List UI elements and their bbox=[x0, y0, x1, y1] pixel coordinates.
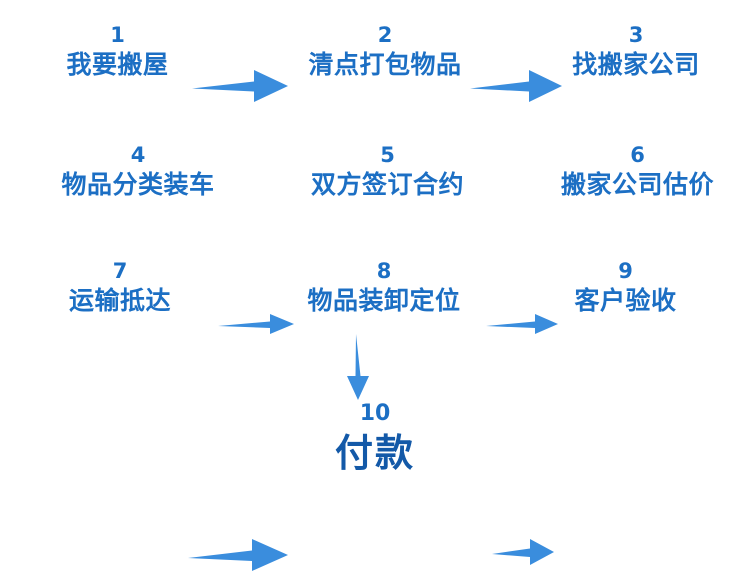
arrow-step1-to-step2-icon bbox=[192, 66, 288, 106]
step-label-6: 搬家公司估价 bbox=[560, 170, 714, 199]
arrow-step8-to-step9-icon bbox=[492, 535, 554, 569]
step-label-9: 客户验收 bbox=[574, 286, 677, 315]
step-label-7: 运输抵达 bbox=[68, 286, 171, 315]
step-number-1: 1 bbox=[110, 23, 125, 47]
step-number-2: 2 bbox=[377, 23, 393, 47]
step-number-8: 8 bbox=[376, 259, 392, 283]
step-node-1[interactable]: 1 我要搬屋 bbox=[50, 22, 185, 82]
step-label-4: 物品分类装车 bbox=[61, 170, 215, 199]
step-number-3: 3 bbox=[628, 23, 644, 47]
step-node-3[interactable]: 3 找搬家公司 bbox=[552, 22, 720, 82]
step-number-4: 4 bbox=[130, 143, 146, 167]
arrow-step7-to-step8-icon bbox=[188, 535, 288, 575]
moving-process-flowchart: 1 我要搬屋 2 清点打包物品 3 找搬家公司 4 物品分类装车 bbox=[0, 10, 750, 571]
step-label-5: 双方签订合约 bbox=[310, 170, 464, 199]
step-node-9[interactable]: 9 客户验收 bbox=[548, 258, 703, 318]
arrow-step2-to-step3-icon bbox=[470, 66, 562, 106]
step-label-1: 我要搬屋 bbox=[66, 50, 169, 79]
arrow-step4-to-step5-icon bbox=[218, 309, 294, 339]
step-number-6: 6 bbox=[630, 143, 645, 167]
step-label-8: 物品装卸定位 bbox=[307, 286, 461, 315]
step-number-5: 5 bbox=[380, 143, 395, 167]
arrow-step5-to-step6-icon bbox=[486, 309, 558, 339]
flow-row-2: 4 物品分类装车 5 双方签订合约 6 搬家公司估价 bbox=[0, 132, 750, 334]
step-number-7: 7 bbox=[112, 259, 128, 283]
step-node-6[interactable]: 6 搬家公司估价 bbox=[550, 142, 725, 202]
flow-row-1: 1 我要搬屋 2 清点打包物品 3 找搬家公司 bbox=[0, 10, 750, 120]
step-label-3: 找搬家公司 bbox=[572, 50, 700, 79]
step-node-5[interactable]: 5 双方签订合约 bbox=[300, 142, 475, 202]
step-node-10[interactable]: 10 付款 bbox=[300, 400, 450, 478]
step-number-9: 9 bbox=[618, 259, 633, 283]
step-label-10: 付款 bbox=[334, 431, 415, 475]
step-node-7[interactable]: 7 运输抵达 bbox=[50, 258, 190, 318]
step-node-2[interactable]: 2 清点打包物品 bbox=[295, 22, 475, 82]
step-number-10: 10 bbox=[359, 401, 391, 426]
step-label-2: 清点打包物品 bbox=[308, 50, 462, 79]
step-node-4[interactable]: 4 物品分类装车 bbox=[48, 142, 228, 202]
step-node-8[interactable]: 8 物品装卸定位 bbox=[295, 258, 473, 318]
arrow-step8-to-step10-icon bbox=[340, 334, 376, 400]
